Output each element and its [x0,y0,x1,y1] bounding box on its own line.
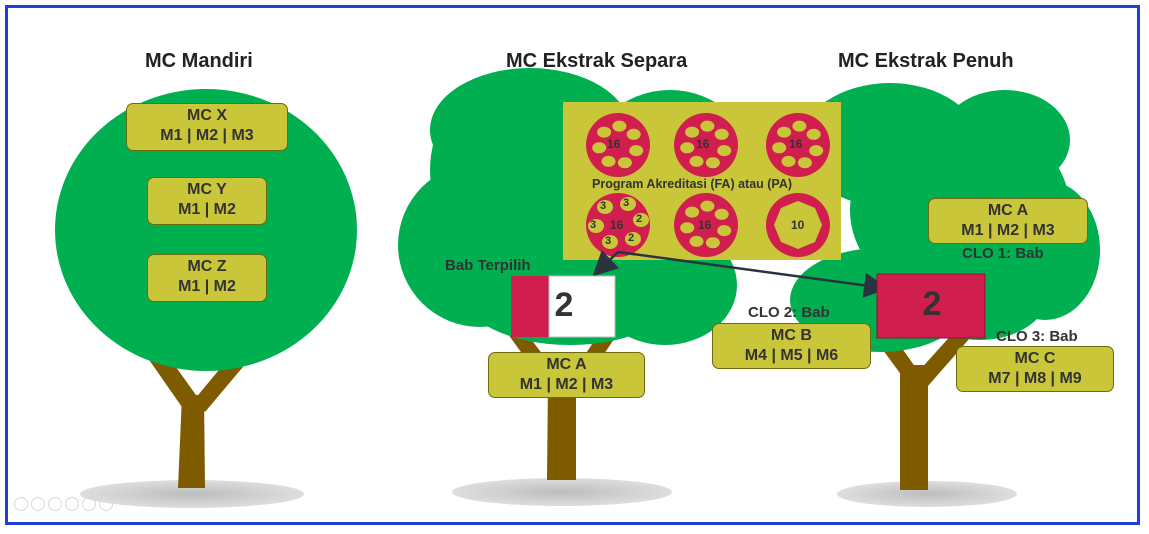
middle-chapter-box-white [548,275,616,338]
circle-spot [714,128,729,140]
middle-mc-a-box: MC A M1 | M2 | M3 [488,352,645,398]
circle-spot [717,145,732,157]
program-accreditation-label: Program Akreditasi (FA) atau (PA) [592,177,793,191]
mc-y-modules: M1 | M2 [178,201,236,218]
presentation-controls[interactable] [14,497,113,511]
right-chapter-box [876,273,986,339]
clo-3-label: CLO 3: Bab [996,328,1078,345]
mc-z-title: MC Z [187,258,227,275]
circle-spot [685,206,700,218]
left-tree-title: MC Mandiri [145,50,253,72]
right-mc-b-box: MC B M4 | M5 | M6 [712,323,871,369]
circle-spot [685,126,700,138]
mc-z-box: MC Z M1 | M2 [147,254,267,302]
pen-icon[interactable] [48,497,62,511]
clo-1-label: CLO 1: Bab [962,245,1044,262]
middle-selected-value: 2 [554,286,574,324]
mc-y-title: MC Y [187,181,227,198]
circle-spot [689,155,704,167]
circle-spot [809,145,824,157]
split-circle-spot [588,219,604,233]
circle-spot [700,120,715,132]
mc-y-box: MC Y M1 | M2 [147,177,267,225]
right-mc-c-box: MC C M7 | M8 | M9 [956,346,1114,392]
circle-spot [806,128,821,140]
middle-tree-title: MC Ekstrak Separa [506,50,688,72]
right-mc-c-modules: M7 | M8 | M9 [988,370,1082,387]
split-circle-spot [620,197,636,211]
circle-spots [588,120,824,249]
search-icon[interactable] [82,497,96,511]
selected-chapter-label: Bab Terpilih [445,257,531,274]
mc-x-title: MC X [187,107,227,124]
circle-spot [612,120,627,132]
circle-value-4: 16 [610,218,624,232]
circle-spot [617,157,632,169]
ground-shadow-middle [452,478,672,506]
split-circle-spot [602,235,618,249]
circle-spot [797,157,812,169]
circle-spot [705,157,720,169]
left-tree-foliage [55,89,357,371]
right-tree-title: MC Ekstrak Penuh [838,50,1014,72]
circle-spot [777,126,792,138]
middle-mc-a-modules: M1 | M2 | M3 [519,376,614,393]
more-icon[interactable] [99,497,113,511]
split-part-1: 3 [600,200,607,212]
previous-icon[interactable] [14,497,28,511]
right-selected-value: 2 [922,285,942,323]
circle-spot [626,128,641,140]
arrow-to-right-chapter [617,250,889,298]
mc-x-modules: M1 | M2 | M3 [160,127,254,144]
mc-z-modules: M1 | M2 [178,278,236,295]
circle-spot [772,142,787,154]
split-circle-spot [597,200,613,214]
circle-spot [689,235,704,247]
circle-value-2: 16 [696,137,710,151]
circle-spot [717,225,732,237]
circle-spot [680,222,695,234]
circle-spot [680,142,695,154]
zoom-icon[interactable] [65,497,79,511]
circle-value-3: 16 [789,137,803,151]
ground-shadow-left [80,480,304,508]
mc-x-box: MC X M1 | M2 | M3 [126,103,288,151]
circle-spot [629,145,644,157]
ground-shadow-right [837,481,1017,507]
circle-spot [781,155,796,167]
split-part-2: 3 [623,197,630,209]
split-circle-spot [633,213,649,227]
split-part-4: 3 [590,219,597,231]
arrow-to-middle-chapter [592,250,620,277]
right-mc-c-title: MC C [1014,350,1056,367]
split-part-6: 2 [628,232,635,244]
middle-mc-a-title: MC A [546,356,587,373]
circle-value-1: 16 [607,137,621,151]
split-part-5: 3 [605,235,612,247]
circle-spot [700,200,715,212]
middle-chapter-box-red [511,276,549,337]
circle-value-5: 16 [698,218,712,232]
circle-spot [601,155,616,167]
play-icon[interactable] [31,497,45,511]
right-mc-a-title: MC A [987,202,1029,219]
split-circle-spot [625,232,641,246]
clo-2-label: CLO 2: Bab [748,304,830,321]
circle-spot [597,126,612,138]
right-mc-a-box: MC A M1 | M2 | M3 [928,198,1088,244]
circle-value-6: 10 [791,218,805,232]
right-mc-b-modules: M4 | M5 | M6 [744,347,839,364]
right-mc-b-title: MC B [771,327,812,344]
circle-spot [705,237,720,249]
split-part-3: 2 [636,213,643,225]
ten-credit-shape [774,201,822,249]
circle-spot [714,208,729,220]
right-mc-a-modules: M1 | M2 | M3 [961,222,1055,239]
circle-spot [792,120,807,132]
circle-spot [592,142,607,154]
